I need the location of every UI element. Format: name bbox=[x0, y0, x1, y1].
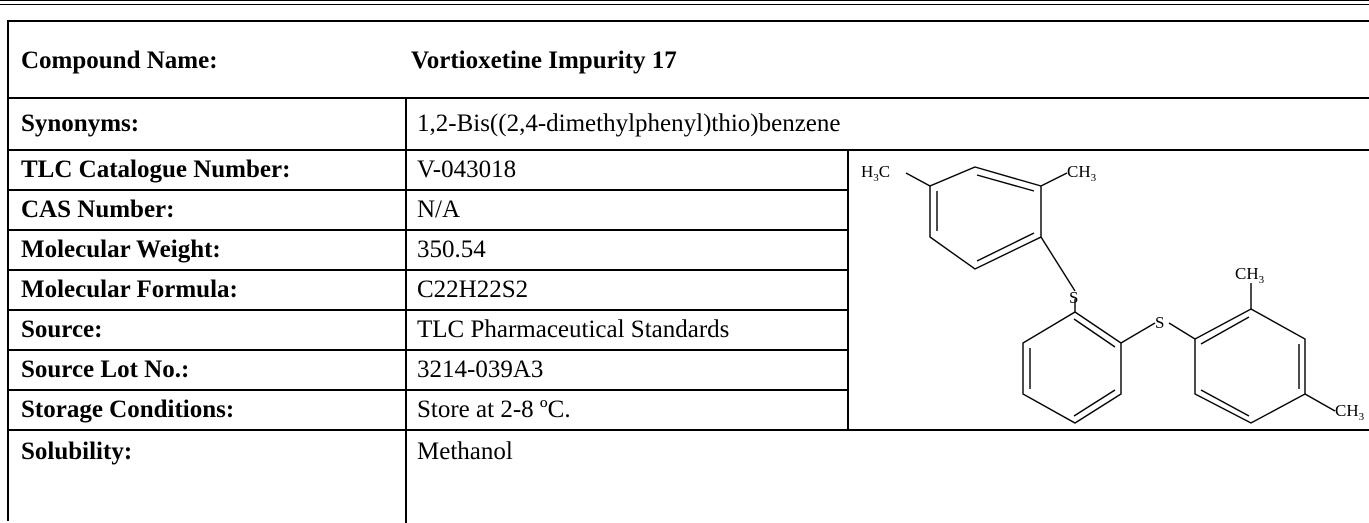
synonyms-value: 1,2-Bis((2,4-dimethylphenyl)thio)benzene bbox=[417, 110, 841, 137]
column-divider bbox=[405, 97, 407, 523]
sulfur-1-label: S bbox=[1069, 288, 1078, 307]
molecular-formula-label: Molecular Formula: bbox=[21, 276, 238, 303]
ch3-top-label: CH3 bbox=[1067, 162, 1097, 184]
compound-name-value: Vortioxetine Impurity 17 bbox=[411, 47, 677, 74]
row-divider bbox=[9, 309, 847, 311]
header-rule bbox=[0, 0, 1369, 6]
row-divider bbox=[9, 189, 847, 191]
chemical-structure: H3C CH3 S S CH3 CH3 bbox=[861, 162, 1365, 424]
solubility-value: Methanol bbox=[417, 438, 513, 465]
storage-conditions-value: Store at 2-8 ºC. bbox=[417, 396, 571, 423]
column-divider bbox=[847, 149, 849, 431]
compound-name-label: Compound Name: bbox=[21, 47, 218, 74]
source-lot-label: Source Lot No.: bbox=[21, 356, 190, 383]
h3c-label: H3C bbox=[861, 162, 890, 184]
catalogue-number-value: V-043018 bbox=[417, 156, 517, 183]
structure-bonds bbox=[905, 166, 1336, 424]
storage-conditions-label: Storage Conditions: bbox=[21, 396, 235, 423]
ch3-bottom-label: CH3 bbox=[1335, 401, 1365, 423]
compound-info-table: Compound Name: Vortioxetine Impurity 17 … bbox=[7, 20, 1369, 523]
source-lot-value: 3214-039A3 bbox=[417, 356, 544, 383]
ch3-mid-label: CH3 bbox=[1235, 264, 1265, 286]
solubility-label: Solubility: bbox=[21, 438, 133, 465]
row-divider bbox=[9, 97, 1369, 99]
row-divider bbox=[9, 269, 847, 271]
row-divider bbox=[9, 229, 847, 231]
molecular-formula-value: C22H22S2 bbox=[417, 276, 529, 303]
sulfur-2-label: S bbox=[1155, 313, 1164, 332]
source-label: Source: bbox=[21, 316, 103, 343]
molecular-weight-label: Molecular Weight: bbox=[21, 236, 221, 263]
row-divider bbox=[9, 149, 1369, 151]
cas-number-label: CAS Number: bbox=[21, 196, 175, 223]
row-divider bbox=[9, 349, 847, 351]
catalogue-number-label: TLC Catalogue Number: bbox=[21, 156, 291, 183]
molecular-weight-value: 350.54 bbox=[417, 236, 486, 263]
source-value: TLC Pharmaceutical Standards bbox=[417, 316, 730, 343]
synonyms-label: Synonyms: bbox=[21, 110, 140, 137]
row-divider bbox=[9, 389, 847, 391]
cas-number-value: N/A bbox=[417, 196, 461, 223]
row-divider bbox=[9, 429, 1369, 431]
